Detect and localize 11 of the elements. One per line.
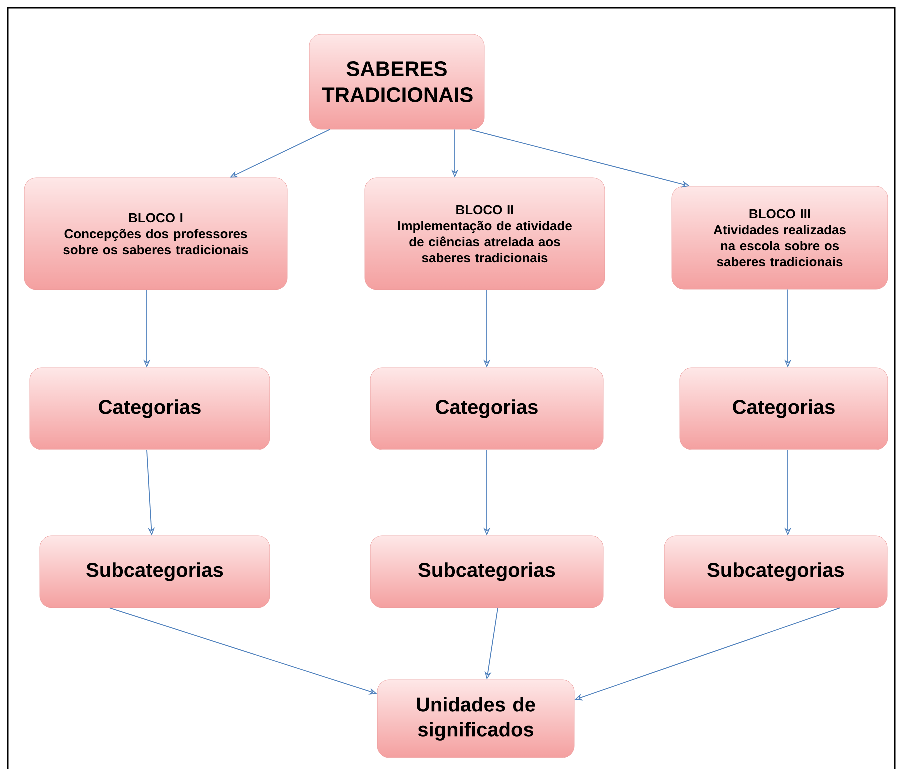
block-box: BLOCO III Atividades realizadas na escola sobre os saberes tradicionais — [672, 186, 888, 290]
category-box: Unidades de significados — [377, 680, 575, 758]
category-box: Categorias — [30, 368, 270, 450]
category-box: Subcategorias — [370, 536, 604, 608]
block-box: BLOCO I Concepções dos professores sobre os saberes tradicionais — [24, 178, 288, 290]
category-box: Subcategorias — [40, 536, 270, 608]
category-box: Categorias — [370, 368, 604, 450]
category-box: Subcategorias — [664, 536, 888, 608]
block-box: BLOCO II Implementação de atividade de ciências atrelada aos saberes tradicionais — [364, 178, 606, 290]
category-box: SABERES TRADICIONAIS — [309, 34, 485, 130]
category-box: Categorias — [680, 368, 888, 450]
